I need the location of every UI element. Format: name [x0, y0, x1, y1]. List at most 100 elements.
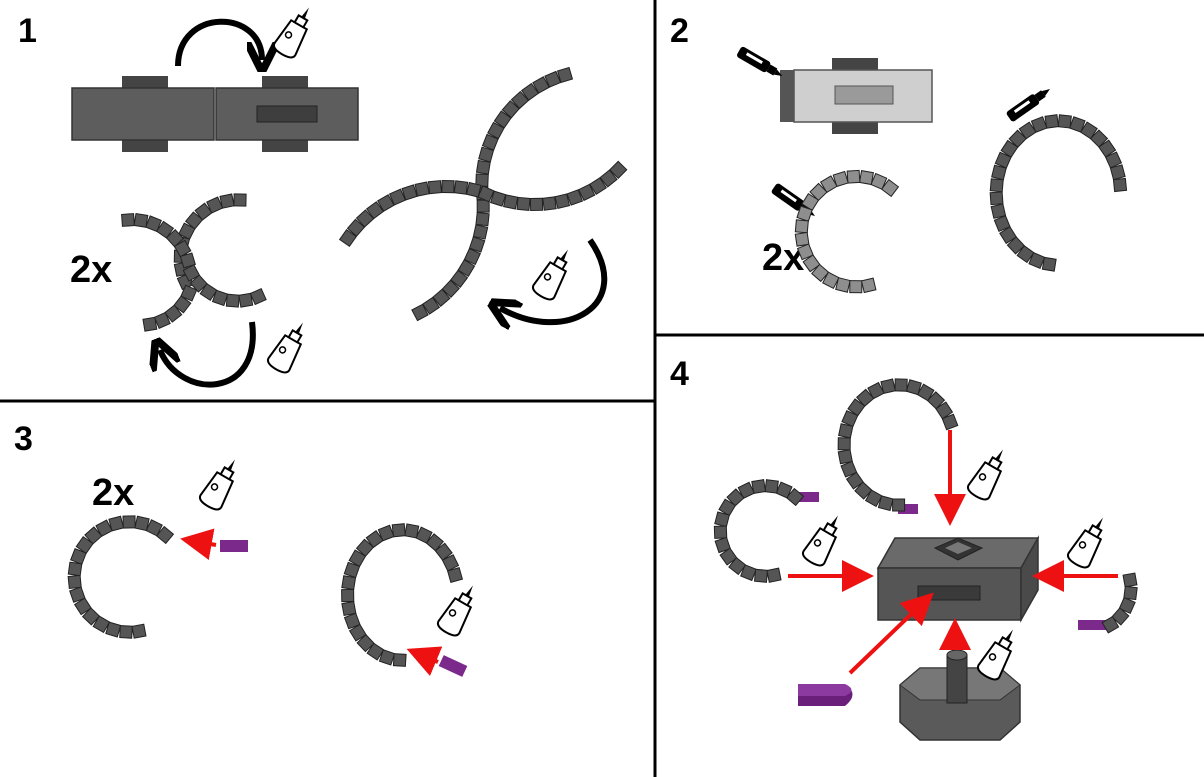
step-3-multiplier: 2x [92, 472, 134, 514]
chain-segment [916, 383, 935, 402]
chain-segment [837, 449, 853, 465]
chain-segment [766, 567, 782, 583]
chain-segment [892, 498, 906, 512]
chain-segment [475, 211, 490, 227]
magnet-pin [220, 540, 248, 552]
chain-segment [880, 178, 900, 198]
chain-segment [737, 481, 755, 500]
chain-segment [740, 564, 757, 582]
chain-segment [1109, 164, 1126, 181]
chain-segment [856, 388, 875, 408]
chain-segment [554, 193, 571, 210]
chain-segment [714, 536, 731, 554]
chain-segment [544, 70, 562, 88]
chain-segment [714, 511, 730, 528]
chain-segment [532, 76, 550, 94]
chain-segment [391, 523, 406, 538]
chain-segment [835, 277, 851, 293]
chain-segment [355, 209, 375, 228]
step-2-number: 2 [670, 12, 689, 50]
chain-segment [341, 575, 357, 591]
chain-segment [70, 548, 87, 565]
chain-segment [991, 164, 1007, 181]
chain-segment [415, 526, 433, 544]
chain-segment [609, 160, 628, 179]
chain-segment [1030, 116, 1048, 133]
step-3-number: 3 [14, 420, 33, 458]
chain-segment [179, 252, 196, 269]
chain-segment [477, 185, 495, 203]
chain-segment [165, 228, 185, 248]
chain-segment [355, 538, 375, 557]
chain-segment [1098, 139, 1117, 158]
chain-segment [1016, 245, 1035, 264]
chain-segment [501, 100, 520, 119]
chain-segment [775, 481, 793, 499]
chain-segment [134, 515, 150, 532]
chain-segment [338, 228, 358, 248]
step-2-body [780, 58, 933, 134]
step-1-body-right [215, 76, 359, 152]
glue-bottle-icon [270, 0, 321, 62]
chain-segment [990, 203, 1007, 219]
chain-segment [427, 180, 443, 195]
chain-segment [845, 471, 864, 490]
chain-segment [225, 293, 240, 308]
chain-segment [377, 524, 395, 542]
chain-segment [809, 182, 828, 202]
chain-segment [404, 523, 420, 539]
chain-segment [516, 196, 531, 211]
chain-segment [1028, 252, 1046, 270]
chain-segment [84, 526, 103, 545]
chain-segment [425, 533, 444, 552]
chain-segment [164, 304, 183, 323]
chain-segment [503, 194, 519, 210]
step-4-number: 4 [670, 355, 689, 393]
chain-segment [155, 525, 175, 545]
chain-segments [67, 66, 1138, 667]
chain-segment [785, 487, 805, 507]
rotate-arrow-icon [175, 18, 262, 66]
chain-segment [864, 489, 883, 508]
chain-segment [180, 284, 198, 302]
insert-arrow-icon [848, 592, 934, 675]
chain-segment [131, 623, 147, 639]
chain-segment [796, 243, 814, 261]
chain-segment [846, 169, 861, 184]
chain-segment [465, 181, 482, 198]
chain-segment [1041, 256, 1057, 272]
chain-segment [858, 170, 874, 186]
chain-segment [189, 274, 208, 293]
chain-segment [476, 199, 490, 213]
chain-segment [365, 530, 384, 549]
chain-segment [849, 280, 863, 294]
chain-segment [994, 151, 1012, 169]
chain-segment [238, 292, 254, 308]
chain-segment [802, 254, 821, 273]
chain-segment [751, 479, 767, 494]
chain-segment [463, 247, 481, 266]
chain-segment [481, 133, 499, 151]
chain-segment [153, 311, 171, 329]
chain-segment [446, 566, 464, 584]
chain-segment [67, 561, 83, 577]
chain-segment [726, 488, 745, 507]
chain-segment [434, 542, 453, 561]
chain-segment [589, 177, 607, 196]
glue-bottle-icon [1064, 510, 1115, 572]
glue-bottle-icon [964, 442, 1015, 504]
chain-segment [577, 183, 596, 202]
chain-segment [1008, 129, 1027, 148]
chain-segment [1112, 177, 1128, 193]
chain-segment [343, 561, 361, 579]
chain-segment [356, 633, 375, 653]
chain-segment [441, 279, 460, 299]
chain-segment [801, 193, 820, 211]
chain-segment [854, 481, 873, 500]
chain-segment [348, 549, 367, 568]
chain-segment [1006, 236, 1026, 255]
chain-segment [422, 296, 441, 315]
chain-segment [182, 264, 201, 282]
chain-segment [142, 316, 158, 332]
